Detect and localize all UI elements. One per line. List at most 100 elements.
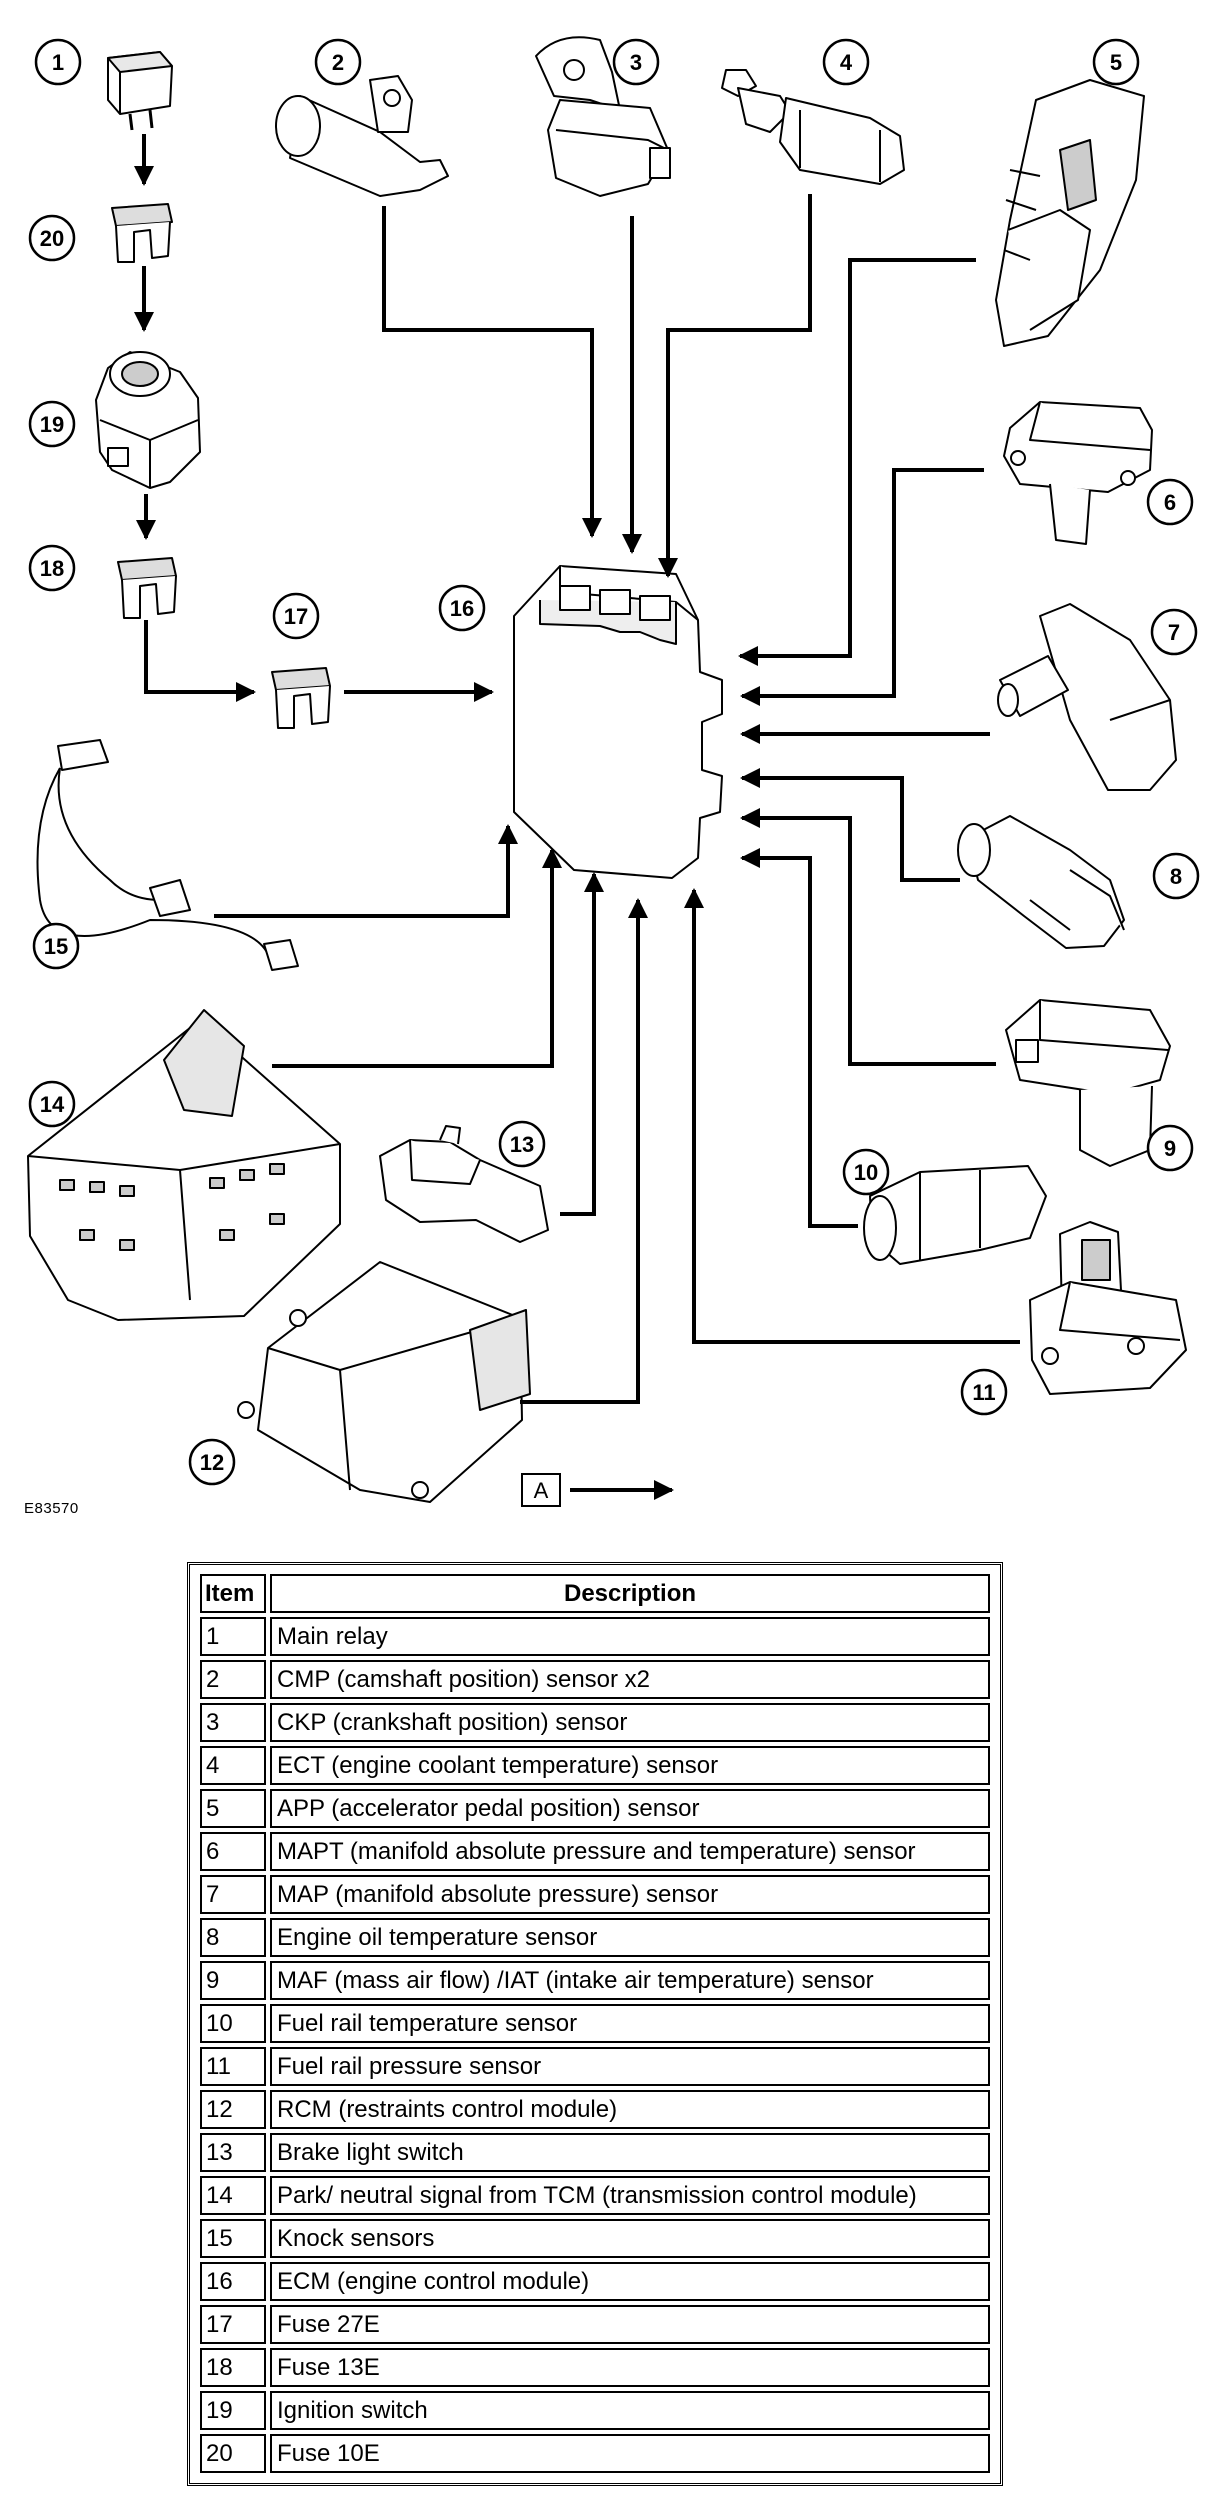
item-number-cell: 11 xyxy=(200,2047,266,2086)
view-a-label: A xyxy=(534,1478,549,1503)
description-cell: MAP (manifold absolute pressure) sensor xyxy=(270,1875,990,1914)
ecm-drawing xyxy=(513,565,723,879)
callout-number: 7 xyxy=(1168,620,1180,645)
item-number-cell: 14 xyxy=(200,2176,266,2215)
callout-number: 3 xyxy=(630,50,642,75)
description-cell: Park/ neutral signal from TCM (transmiss… xyxy=(270,2176,990,2215)
description-cell: ECT (engine coolant temperature) sensor xyxy=(270,1746,990,1785)
arrow-knock-to-ecm xyxy=(214,824,518,918)
description-cell: MAF (mass air flow) /IAT (intake air tem… xyxy=(270,1961,990,2000)
description-cell: Fuel rail pressure sensor xyxy=(270,2047,990,2086)
description-cell: CMP (camshaft position) sensor x2 xyxy=(270,1660,990,1699)
description-cell: MAPT (manifold absolute pressure and tem… xyxy=(270,1832,990,1871)
item-number-cell: 16 xyxy=(200,2262,266,2301)
item-number-cell: 1 xyxy=(200,1617,266,1656)
description-cell: APP (accelerator pedal position) sensor xyxy=(270,1789,990,1828)
fuel-rail-temp-sensor-drawing xyxy=(863,1165,1047,1265)
knock-sensors-drawing xyxy=(36,739,299,971)
fuse-27e-drawing xyxy=(271,667,331,729)
item-number-cell: 15 xyxy=(200,2219,266,2258)
item-number-cell: 7 xyxy=(200,1875,266,1914)
fuel-rail-pressure-sensor-drawing xyxy=(1029,1221,1187,1395)
map-sensor-drawing xyxy=(997,603,1177,791)
callout-number: 2 xyxy=(332,50,344,75)
arrow-cmp-to-ecm xyxy=(382,206,602,538)
arrow-oiltemp-to-ecm xyxy=(740,768,960,882)
item-number-cell: 17 xyxy=(200,2305,266,2344)
callout-number: 20 xyxy=(40,226,64,251)
ect-sensor-drawing xyxy=(721,69,905,185)
callout-circle xyxy=(28,400,76,448)
tcm-drawing xyxy=(27,1009,341,1321)
item-number-cell: 12 xyxy=(200,2090,266,2129)
item-number-cell: 10 xyxy=(200,2004,266,2043)
description-cell: Fuse 27E xyxy=(270,2305,990,2344)
rcm-drawing xyxy=(237,1261,531,1503)
item-column-header: Item xyxy=(200,1574,266,1613)
callout-circle xyxy=(438,584,486,632)
arrow-brakeswitch-to-ecm xyxy=(560,872,604,1216)
callout-number: 11 xyxy=(972,1380,995,1405)
cmp-sensor-drawing xyxy=(275,75,449,197)
view-a-box xyxy=(521,1473,561,1507)
callout-circle xyxy=(1150,608,1198,656)
description-column-header: Description xyxy=(270,1574,990,1613)
callout-number: 10 xyxy=(854,1160,878,1185)
callout-number: 6 xyxy=(1164,490,1176,515)
callout-number: 16 xyxy=(450,596,474,621)
callout-number: 14 xyxy=(40,1092,65,1117)
arrow-ect-to-ecm xyxy=(658,194,812,578)
mapt-sensor-drawing xyxy=(1003,401,1153,545)
callout-number: 13 xyxy=(510,1132,534,1157)
item-number-cell: 2 xyxy=(200,1660,266,1699)
fuse-10e-drawing xyxy=(111,203,173,263)
item-number-cell: 4 xyxy=(200,1746,266,1785)
callout-circle xyxy=(272,592,320,640)
callout-number: 1 xyxy=(52,50,64,75)
arrow-app-to-ecm xyxy=(738,258,976,666)
item-number-cell: 3 xyxy=(200,1703,266,1742)
figure-id: E83570 xyxy=(24,1500,79,1517)
maf-sensor-drawing xyxy=(1005,999,1171,1167)
item-number-cell: 6 xyxy=(200,1832,266,1871)
callout-number: 17 xyxy=(284,604,308,629)
callout-number: 9 xyxy=(1164,1136,1176,1161)
item-number-cell: 13 xyxy=(200,2133,266,2172)
callout-circle xyxy=(1146,1124,1194,1172)
item-number-cell: 8 xyxy=(200,1918,266,1957)
legend-header-row: Item Description xyxy=(200,1574,990,1613)
callout-circle xyxy=(34,38,82,86)
app-sensor-drawing xyxy=(995,79,1145,347)
callout-circle xyxy=(28,214,76,262)
arrow-fuse13e-to-fuse27e xyxy=(144,620,256,702)
callout-circle xyxy=(28,544,76,592)
callout-circle xyxy=(612,38,660,86)
arrow-fuelrailpressure-to-ecm xyxy=(684,888,1020,1344)
callout-circle xyxy=(1146,478,1194,526)
description-cell: Ignition switch xyxy=(270,2391,990,2430)
description-cell: Knock sensors xyxy=(270,2219,990,2258)
callout-number: 19 xyxy=(40,412,64,437)
ignition-switch-drawing xyxy=(95,351,201,489)
